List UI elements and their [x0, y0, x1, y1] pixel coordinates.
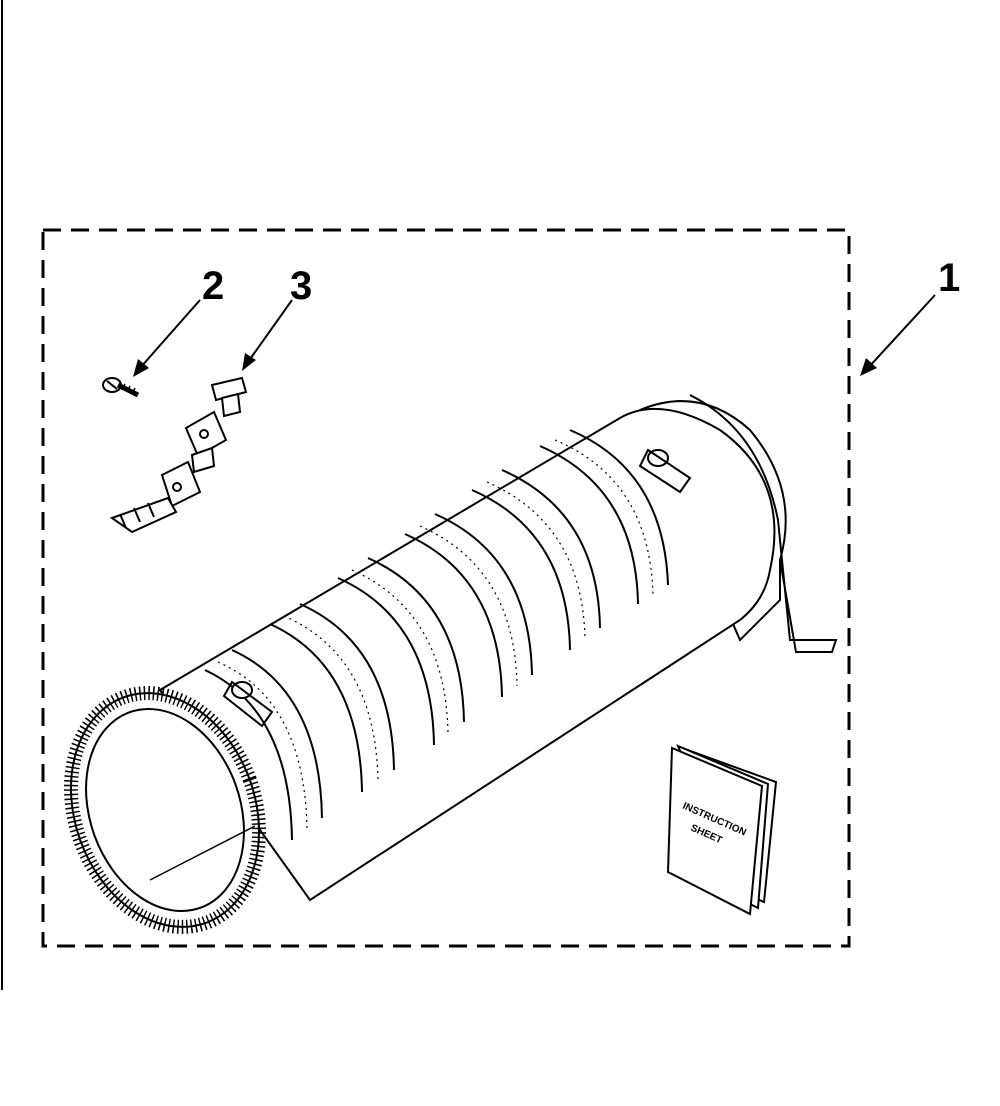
dryer-duct-kit: [63, 394, 838, 934]
leader-arrow-2: [133, 299, 201, 377]
instruction-sheet: INSTRUCTION SHEET: [666, 744, 778, 916]
leader-arrow-3: [242, 299, 293, 371]
screw-part: [102, 377, 140, 398]
callout-3: 3: [290, 264, 313, 308]
leader-arrow-1: [860, 294, 936, 376]
kit-boundary: [41, 228, 851, 948]
callout-2: 2: [202, 264, 225, 308]
callout-1: 1: [938, 256, 961, 300]
clamp-bracket-part: [109, 376, 248, 534]
